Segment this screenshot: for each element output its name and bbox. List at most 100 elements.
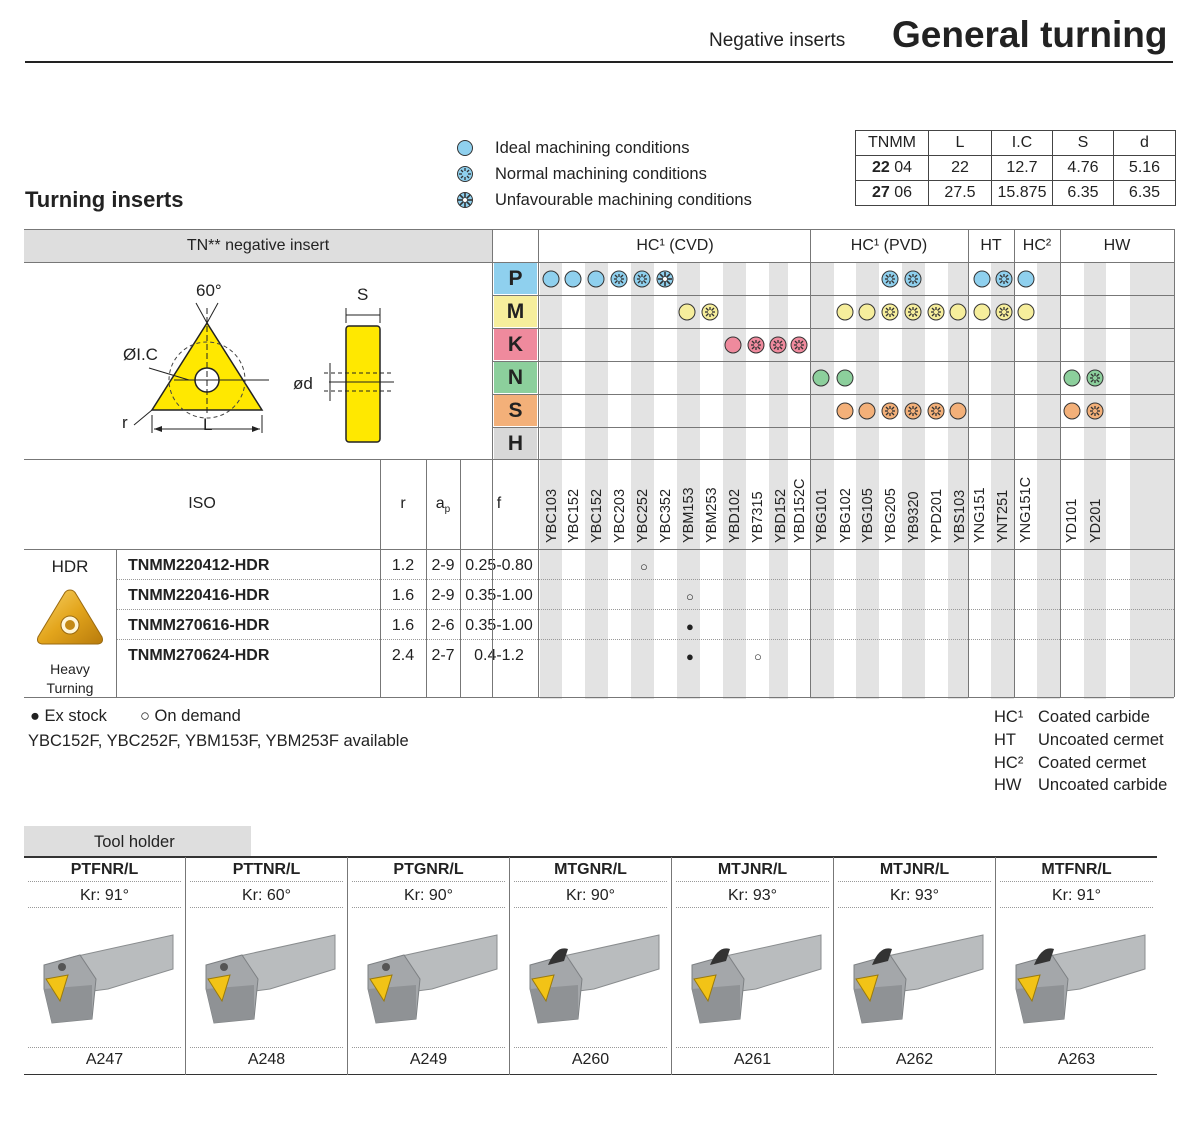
holder-bottom-rule bbox=[24, 1074, 1157, 1075]
ideal-circle-icon bbox=[1017, 303, 1035, 321]
normal-flower-icon bbox=[927, 303, 945, 321]
ap-value: 2-7 bbox=[431, 647, 455, 664]
section-title: Turning inserts bbox=[25, 187, 184, 212]
tool-holder-image bbox=[1015, 934, 1146, 1024]
dim-header: TNMM bbox=[855, 130, 929, 156]
holder-page-ref[interactable]: A248 bbox=[247, 1051, 286, 1068]
column-stripe bbox=[677, 263, 700, 699]
group-cvd: HC¹ (CVD) bbox=[636, 237, 714, 254]
column-stripe bbox=[1037, 263, 1060, 699]
holder-name: MTJNR/L bbox=[717, 861, 788, 878]
code-hc1: HC¹ bbox=[994, 708, 1024, 726]
ideal-circle-icon bbox=[949, 402, 967, 420]
ideal-circle-icon bbox=[836, 303, 854, 321]
ex-stock-marker: ● bbox=[686, 649, 694, 664]
holder-divider bbox=[676, 907, 829, 908]
tool-holder-image bbox=[853, 934, 984, 1024]
normal-flower-icon bbox=[610, 270, 628, 288]
radius-value: 2.4 bbox=[391, 647, 415, 664]
holder-page-ref[interactable]: A261 bbox=[733, 1051, 772, 1068]
tool-holder-image bbox=[367, 934, 498, 1024]
tool-holder-card[interactable]: MTGNR/L Kr: 90° A260 bbox=[510, 857, 672, 1075]
code-hw: HW bbox=[994, 776, 1022, 794]
dim-value: 27.5 bbox=[928, 180, 992, 206]
grade-label: YBS103 bbox=[952, 489, 968, 543]
dim-header: d bbox=[1113, 130, 1176, 156]
grid-line bbox=[492, 427, 1174, 428]
holder-divider bbox=[190, 881, 343, 882]
grid-line bbox=[1174, 229, 1175, 697]
page-title: General turning bbox=[892, 14, 1168, 55]
grade-label: YPD201 bbox=[929, 488, 945, 543]
grade-label: YBC152 bbox=[566, 488, 582, 543]
material-s: S bbox=[494, 395, 537, 426]
holder-kr: Kr: 91° bbox=[79, 887, 130, 904]
ex-stock-note: ● Ex stock bbox=[30, 707, 107, 725]
dim-value: 15.875 bbox=[991, 180, 1053, 206]
column-stripe bbox=[723, 263, 746, 699]
availability-note: YBC152F, YBC252F, YBM153F, YBM253F avail… bbox=[28, 732, 409, 750]
holder-page-ref[interactable]: A249 bbox=[409, 1051, 448, 1068]
normal-flower-icon bbox=[927, 402, 945, 420]
column-stripe bbox=[769, 263, 788, 699]
radius-value: 1.2 bbox=[391, 557, 415, 574]
holder-divider bbox=[28, 907, 181, 908]
grade-label: YBC203 bbox=[612, 488, 628, 543]
group-pvd: HC¹ (PVD) bbox=[850, 237, 928, 254]
normal-flower-icon bbox=[633, 270, 651, 288]
grid-line bbox=[492, 295, 1174, 296]
grade-label: YBC152 bbox=[589, 488, 605, 543]
holder-divider bbox=[676, 881, 829, 882]
grid-line bbox=[116, 639, 1174, 640]
condition-markers bbox=[542, 270, 1104, 420]
dim-value: 4.76 bbox=[1052, 155, 1114, 181]
ideal-circle-icon bbox=[457, 140, 473, 156]
holder-name: MTGNR/L bbox=[554, 861, 627, 878]
grid-line bbox=[116, 549, 117, 697]
normal-flower-icon bbox=[881, 303, 899, 321]
holder-page-ref[interactable]: A260 bbox=[571, 1051, 610, 1068]
normal-flower-icon bbox=[904, 270, 922, 288]
holder-page-ref[interactable]: A247 bbox=[85, 1051, 124, 1068]
group-hc2: HC² bbox=[1022, 237, 1052, 254]
holder-page-ref[interactable]: A262 bbox=[895, 1051, 934, 1068]
grade-label: YBD102 bbox=[727, 488, 743, 543]
ideal-circle-icon bbox=[973, 303, 991, 321]
grid-line bbox=[460, 459, 461, 697]
holder-divider bbox=[352, 1047, 505, 1048]
angle-label: 60° bbox=[196, 281, 222, 300]
normal-flower-icon bbox=[995, 270, 1013, 288]
grid-line bbox=[24, 459, 1174, 460]
ideal-circle-icon bbox=[724, 336, 742, 354]
code-hc1-desc: Coated carbide bbox=[1038, 708, 1150, 726]
normal-flower-icon bbox=[1086, 402, 1104, 420]
ideal-circle-icon bbox=[1017, 270, 1035, 288]
holder-kr: Kr: 90° bbox=[565, 887, 616, 904]
holder-top-rule bbox=[24, 856, 1157, 858]
grade-label: YBM153 bbox=[681, 487, 697, 543]
holder-divider bbox=[28, 881, 181, 882]
radius-value: 1.6 bbox=[391, 617, 415, 634]
grid-line bbox=[492, 229, 493, 697]
ap-value: 2-9 bbox=[431, 557, 455, 574]
legend-label: Ideal machining conditions bbox=[495, 139, 690, 157]
holder-name: PTGNR/L bbox=[393, 861, 464, 878]
dim-header: S bbox=[1052, 130, 1114, 156]
holder-divider bbox=[28, 1047, 181, 1048]
holder-divider bbox=[838, 881, 991, 882]
holder-divider bbox=[838, 1047, 991, 1048]
holder-page-ref[interactable]: A263 bbox=[1057, 1051, 1096, 1068]
ideal-circle-icon bbox=[587, 270, 605, 288]
column-stripe bbox=[902, 263, 925, 699]
grid-line bbox=[24, 697, 1174, 698]
ideal-circle-icon bbox=[836, 369, 854, 387]
ic-label: ØI.C bbox=[123, 345, 158, 364]
material-p: P bbox=[494, 263, 537, 294]
holder-divider bbox=[514, 907, 667, 908]
